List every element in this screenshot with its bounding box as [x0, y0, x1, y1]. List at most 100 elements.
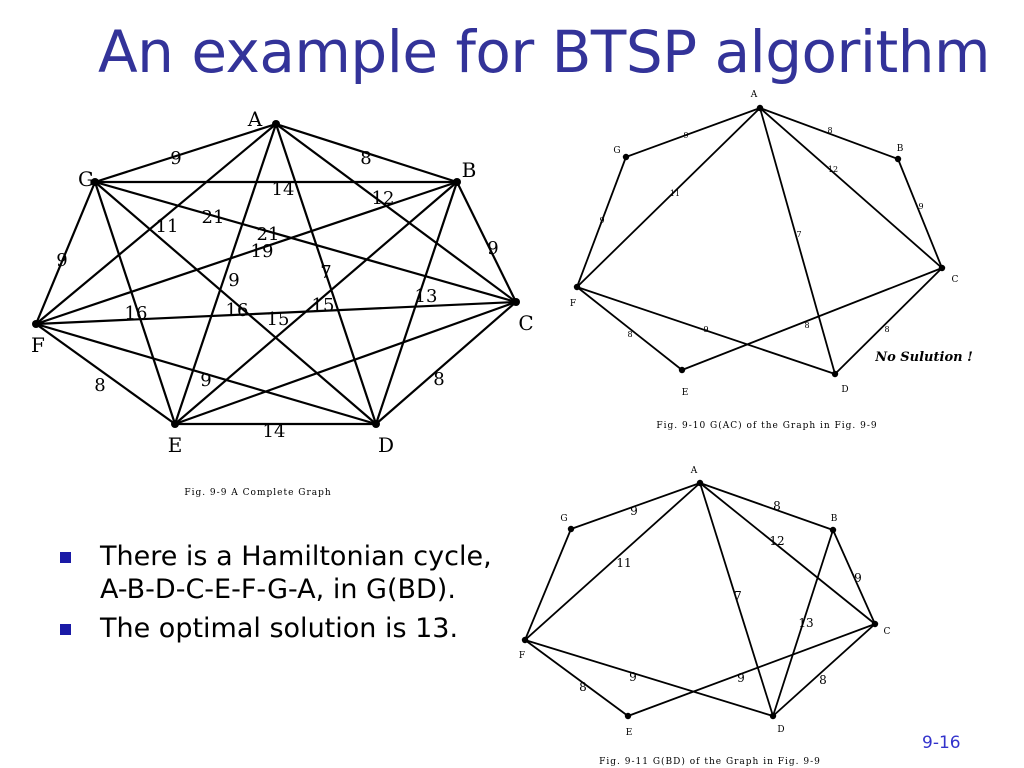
edge-weight-label: 11 [616, 556, 631, 570]
bullet-text: The optimal solution is 13. [100, 613, 459, 644]
edge-a-d [759, 107, 836, 375]
edge-a-b [759, 107, 899, 160]
edge-a-e [173, 123, 278, 425]
edge-e-c [627, 623, 876, 717]
bullet-item: The optimal solution is 13. [60, 612, 520, 645]
edge-a-c [275, 123, 517, 303]
edge-weight-label: 9 [630, 504, 638, 518]
figure-caption: Fig. 9-11 G(BD) of the Graph in Fig. 9-9 [599, 756, 821, 767]
vertex-a [272, 120, 280, 128]
bullet-square-icon [60, 552, 71, 563]
edge-b-f [35, 180, 458, 326]
edge-weight-label: 9 [737, 671, 745, 685]
edge-a-d [699, 482, 774, 717]
edge-a-f [524, 482, 701, 641]
edge-weight-label: 7 [734, 589, 742, 603]
edge-c-e [174, 300, 517, 426]
vertex-f [573, 283, 581, 291]
edge-e-c [681, 267, 943, 371]
vertex-g [91, 178, 99, 186]
edge-weight-label: 9 [703, 325, 708, 334]
edge-g-d [94, 181, 377, 425]
edge-weight-label: 9 [629, 670, 637, 684]
edge-weight-label: 9 [228, 270, 239, 291]
vertex-label-f: F [31, 333, 45, 357]
edge-b-c [832, 529, 876, 625]
edge-g-c [94, 180, 517, 304]
vertex-label-d: D [378, 433, 394, 457]
edge-c-d [772, 623, 876, 717]
edge-weight-label: 13 [798, 616, 813, 630]
edge-weight-label: 8 [773, 499, 781, 513]
edge-a-c [699, 482, 876, 625]
edge-a-g [625, 107, 761, 158]
vertex-f [521, 636, 529, 644]
vertex-c [871, 620, 879, 628]
vertex-label-b: B [897, 144, 904, 154]
vertex-b [894, 155, 902, 163]
vertex-label-d: D [841, 385, 848, 395]
edge-weight-label: 9 [854, 571, 862, 585]
vertex-label-d: D [777, 725, 784, 735]
edge-f-e [524, 639, 629, 717]
page-number: 9-16 [922, 733, 961, 753]
vertex-c [512, 298, 520, 306]
vertex-g [567, 525, 575, 533]
vertex-label-c: C [518, 311, 533, 335]
edge-weight-label: 7 [320, 262, 331, 283]
edge-weight-label: 8 [804, 321, 809, 330]
edge-a-d [274, 123, 378, 425]
vertex-label-f: F [519, 651, 525, 661]
edge-weight-label: 9 [170, 148, 181, 169]
slide-title: An example for BTSP algorithm [98, 18, 991, 86]
edge-weight-label: 8 [433, 369, 444, 390]
edge-f-d [524, 639, 774, 717]
edge-weight-label: 14 [263, 421, 286, 442]
edge-weight-label: 21 [257, 224, 280, 245]
vertex-f [32, 320, 40, 328]
edge-b-d [772, 529, 834, 717]
vertex-label-a: A [247, 107, 263, 131]
edge-a-b [699, 482, 834, 531]
edge-g-f [34, 181, 97, 325]
vertex-label-c: C [884, 627, 891, 637]
vertex-label-a: A [690, 466, 698, 476]
edge-g-f [576, 156, 627, 288]
vertex-label-b: B [462, 158, 477, 182]
vertex-label-g: G [560, 514, 567, 524]
bullet-item: There is a Hamiltonian cycle, A-B-D-C-E-… [60, 540, 520, 606]
edge-b-e [174, 181, 458, 425]
edge-weight-label: 8 [819, 673, 827, 687]
edge-b-c [456, 181, 517, 303]
bullet-list: There is a Hamiltonian cycle, A-B-D-C-E-… [60, 540, 520, 651]
edge-c-d [375, 301, 517, 425]
edge-f-d [576, 286, 836, 375]
edge-f-e [576, 286, 683, 371]
vertex-c [938, 264, 946, 272]
edge-weight-label: 13 [415, 286, 438, 307]
edge-g-f [524, 528, 572, 641]
edge-weight-label: 8 [884, 325, 889, 334]
edge-weight-label: 9 [56, 250, 67, 271]
edge-weight-label: 7 [796, 230, 801, 239]
edge-weight-label: 9 [599, 216, 604, 225]
vertex-label-g: G [613, 146, 620, 156]
vertex-g [622, 153, 630, 161]
vertex-e [171, 420, 179, 428]
edge-f-d [35, 322, 377, 426]
figure-caption: Fig. 9-9 A Complete Graph [184, 488, 331, 498]
vertex-label-e: E [626, 728, 633, 738]
edge-weight-label: 9 [200, 370, 211, 391]
edge-a-b [275, 122, 458, 184]
edge-weight-label: 9 [683, 131, 688, 140]
edge-b-c [897, 158, 943, 269]
edge-weight-label: 8 [827, 126, 832, 135]
edge-b-d [374, 181, 459, 425]
vertex-label-f: F [570, 299, 576, 309]
edge-weight-label: 16 [226, 300, 249, 321]
vertex-d [831, 370, 839, 378]
bullet-square-icon [60, 624, 71, 635]
